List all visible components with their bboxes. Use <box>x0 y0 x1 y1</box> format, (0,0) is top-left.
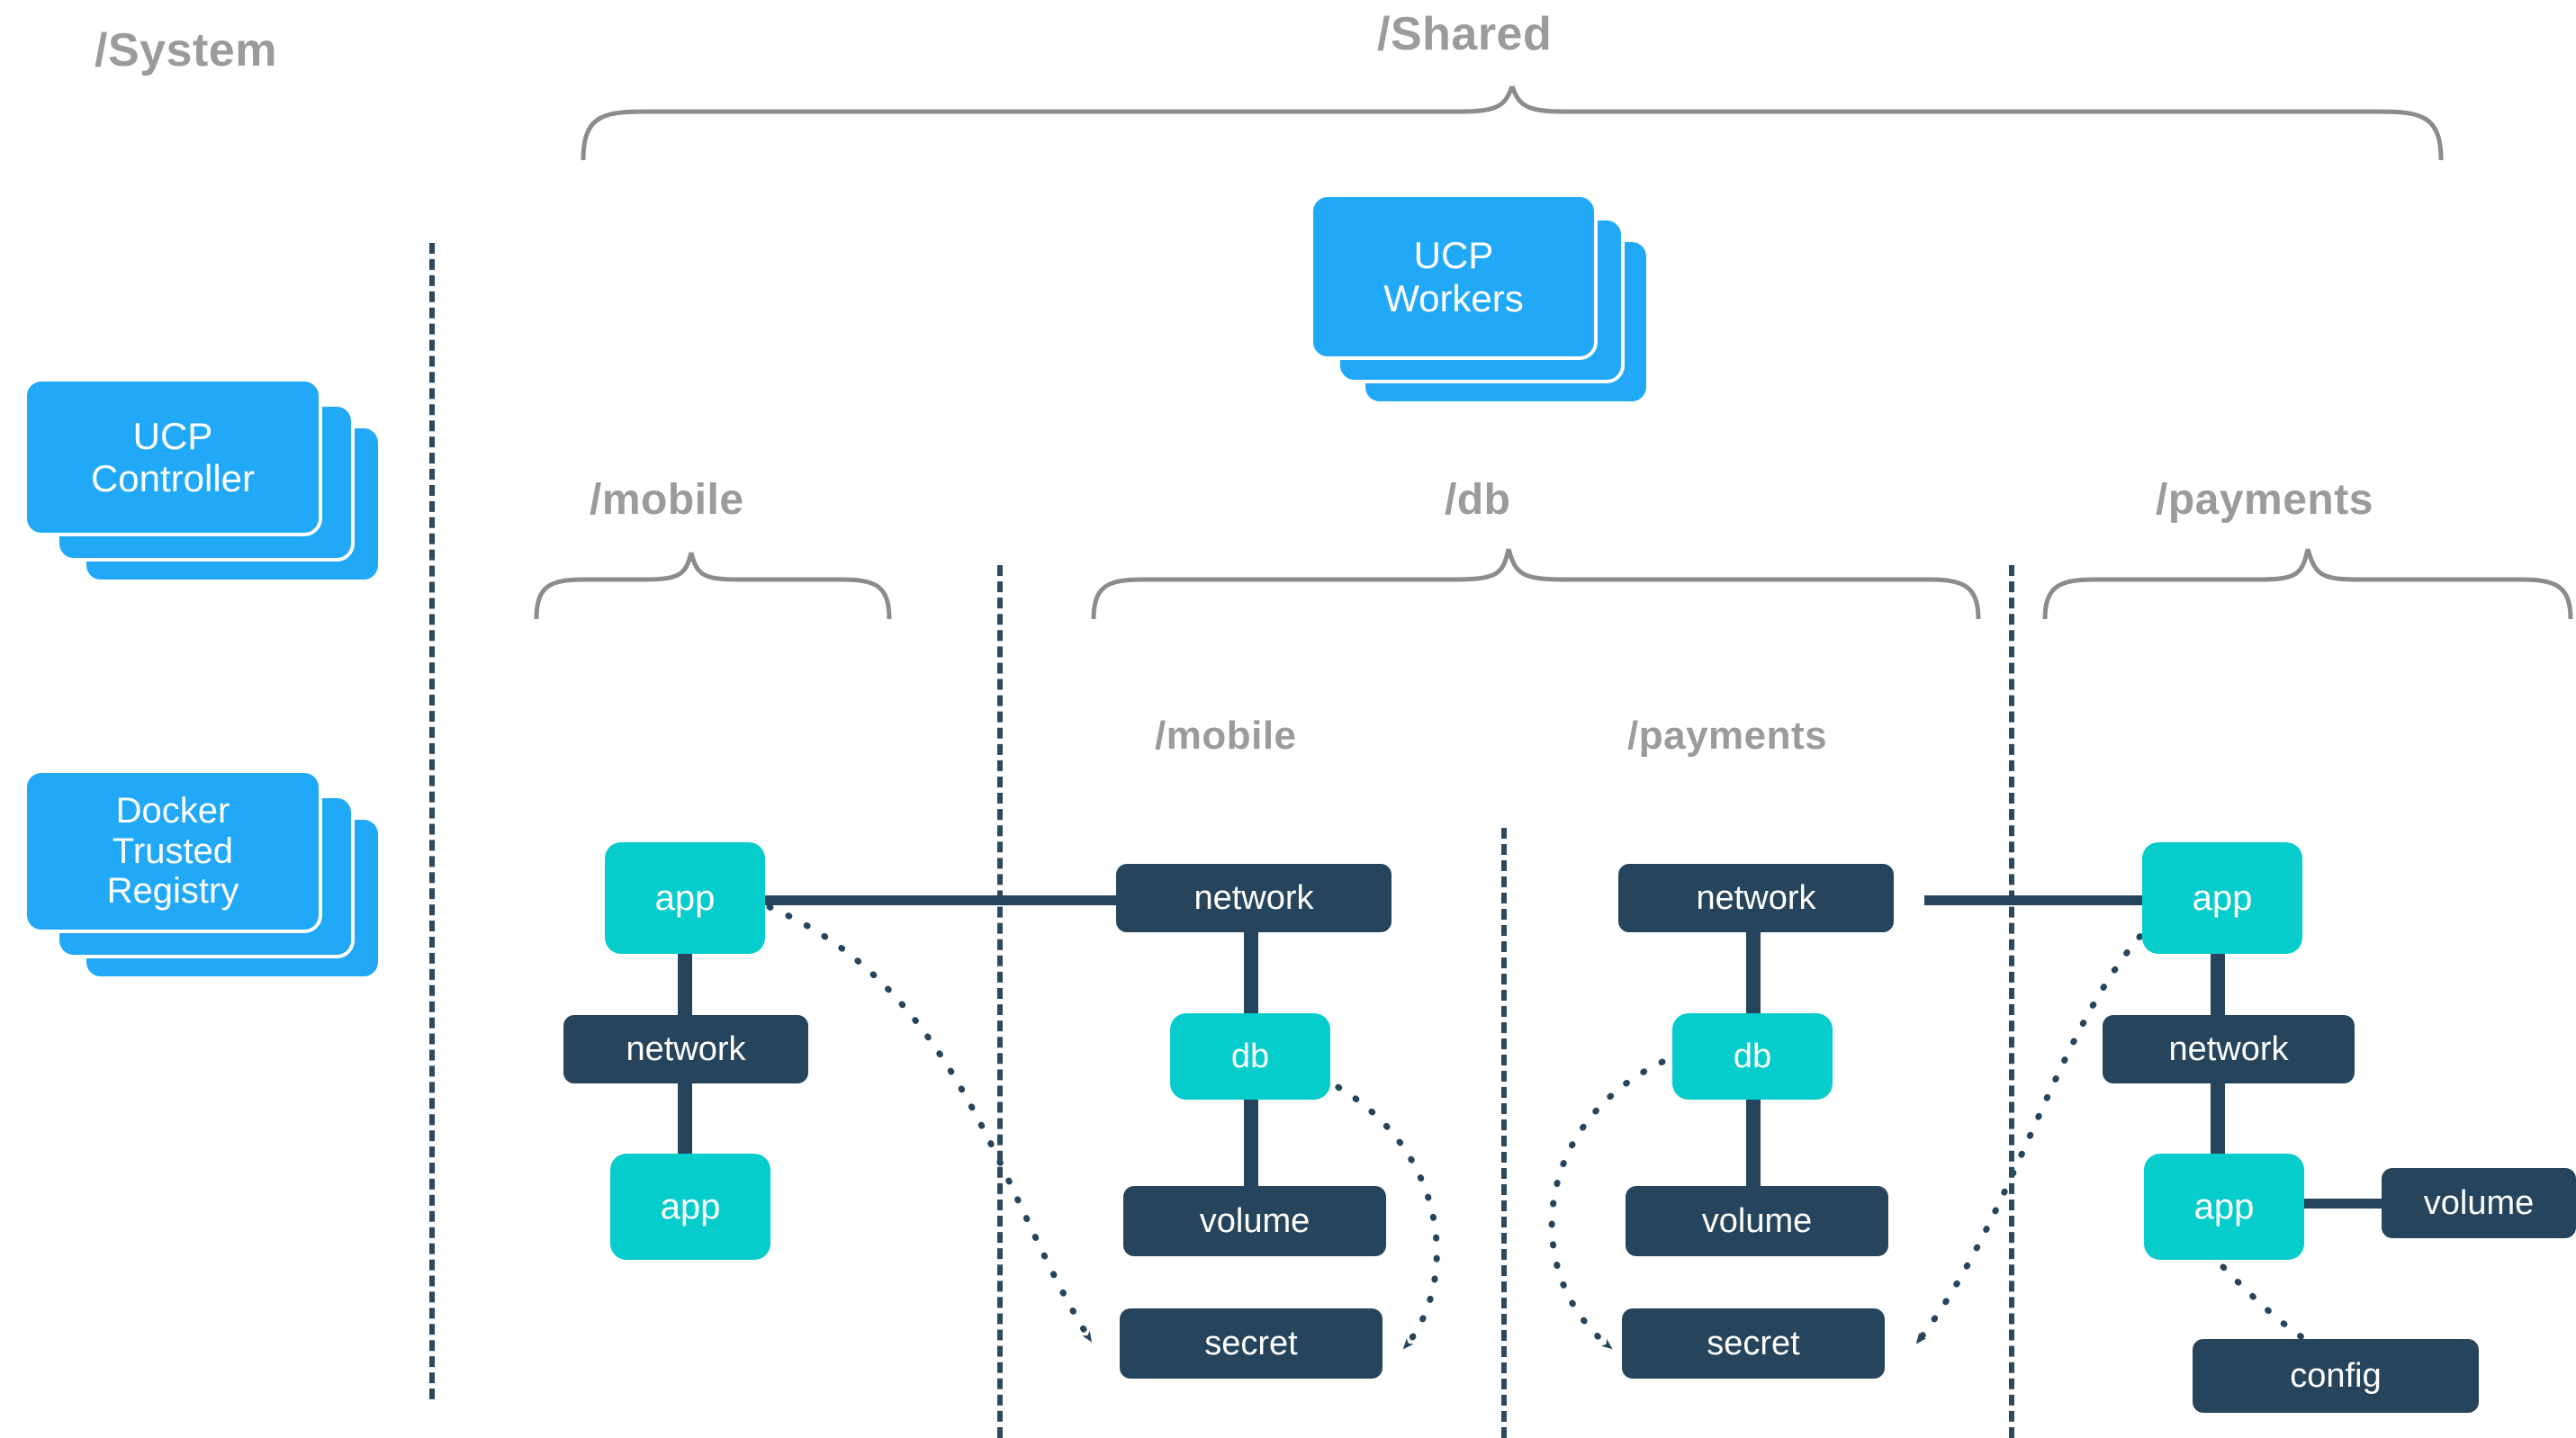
connector-payments-network-app <box>2211 1080 2225 1157</box>
ucp-controller-card-front[interactable]: UCP Controller <box>23 378 322 536</box>
connector-dbmobile-network-db <box>1244 932 1258 1015</box>
connector-payments-app-network <box>2211 952 2225 1020</box>
node-dbpayments-volume[interactable]: volume <box>1626 1186 1888 1256</box>
header-db: /db <box>1445 476 1511 524</box>
node-mobile-app-top[interactable]: app <box>605 842 765 954</box>
ucp-workers-card-front[interactable]: UCP Workers <box>1310 193 1598 360</box>
node-label: secret <box>1204 1324 1298 1362</box>
connector-dbmobile-db-volume <box>1244 1100 1258 1188</box>
ucp-workers-stack[interactable]: UCP Workers <box>1310 193 1670 418</box>
header-shared: /Shared <box>1377 8 1553 60</box>
node-label: secret <box>1707 1324 1800 1362</box>
ucp-workers-label-line2: Workers <box>1383 276 1524 319</box>
node-mobile-network[interactable]: network <box>563 1015 808 1083</box>
connector-dbpayments-network-db <box>1746 932 1761 1015</box>
node-label: app <box>2193 1186 2255 1227</box>
node-label: app <box>654 877 716 918</box>
brace-payments-right <box>2042 548 2573 620</box>
node-label: network <box>1696 878 1816 917</box>
ucp-controller-label-line2: Controller <box>90 457 256 499</box>
node-label: network <box>2168 1029 2289 1068</box>
connector-mobile-app-to-dbmobile-network <box>761 895 1118 905</box>
node-label: network <box>626 1029 746 1068</box>
header-db-payments: /payments <box>1627 714 1828 758</box>
connector-payments-app-volume <box>2297 1199 2385 1209</box>
node-label: config <box>2290 1356 2382 1395</box>
node-payments-config[interactable]: config <box>2193 1339 2479 1413</box>
node-label: db <box>1230 1037 1270 1075</box>
node-mobile-app-bottom[interactable]: app <box>610 1154 770 1260</box>
node-dbmobile-network[interactable]: network <box>1116 864 1392 932</box>
header-mobile-left: /mobile <box>590 476 744 524</box>
dtr-label-line1: Docker <box>115 790 230 831</box>
node-dbmobile-volume[interactable]: volume <box>1123 1186 1386 1256</box>
node-label: network <box>1193 878 1314 917</box>
node-dbmobile-db[interactable]: db <box>1170 1013 1330 1100</box>
node-label: db <box>1733 1037 1772 1075</box>
node-payments-volume[interactable]: volume <box>2382 1168 2576 1238</box>
node-dbmobile-secret[interactable]: secret <box>1120 1308 1383 1379</box>
node-label: volume <box>2423 1183 2535 1222</box>
connector-dbpayments-network-to-payments-app <box>1924 895 2212 905</box>
node-payments-app-top[interactable]: app <box>2142 842 2302 954</box>
node-dbpayments-network[interactable]: network <box>1618 864 1894 932</box>
brace-shared <box>581 85 2444 161</box>
dtr-stack[interactable]: Docker Trusted Registry <box>23 769 383 994</box>
ucp-controller-stack[interactable]: UCP Controller <box>23 378 383 585</box>
ucp-workers-label-line1: UCP <box>1413 234 1494 277</box>
header-payments-right: /payments <box>2156 476 2373 524</box>
dtr-label-line2: Trusted <box>112 831 234 871</box>
header-system: /System <box>95 24 277 76</box>
brace-db <box>1091 548 1981 620</box>
dtr-label-line3: Registry <box>106 871 239 912</box>
node-payments-network[interactable]: network <box>2103 1015 2355 1083</box>
connector-dbpayments-db-volume <box>1746 1100 1761 1188</box>
connector-mobile-app-network <box>678 952 692 1020</box>
dotted-arrow-mobileapp-to-dbmobile-secret <box>766 903 1094 1344</box>
divider-system-shared <box>429 243 435 1399</box>
node-dbpayments-secret[interactable]: secret <box>1622 1308 1885 1379</box>
header-db-mobile: /mobile <box>1155 714 1297 758</box>
node-label: app <box>660 1186 721 1227</box>
ucp-controller-label-line1: UCP <box>132 414 213 457</box>
node-payments-app-bottom[interactable]: app <box>2144 1154 2304 1260</box>
divider-db-payments <box>2009 565 2014 1438</box>
divider-mobile-db <box>997 565 1003 1438</box>
connector-mobile-network-app <box>678 1080 692 1157</box>
divider-dbmobile-dbpayments <box>1501 828 1507 1438</box>
dtr-card-front[interactable]: Docker Trusted Registry <box>23 769 322 933</box>
dotted-arrow-paymentsapp-to-dbpayments-secret <box>1914 903 2173 1346</box>
node-label: volume <box>1701 1201 1813 1240</box>
node-label: app <box>2192 877 2253 918</box>
brace-mobile-left <box>534 552 892 620</box>
node-dbpayments-db[interactable]: db <box>1672 1013 1833 1100</box>
node-label: volume <box>1199 1201 1311 1240</box>
